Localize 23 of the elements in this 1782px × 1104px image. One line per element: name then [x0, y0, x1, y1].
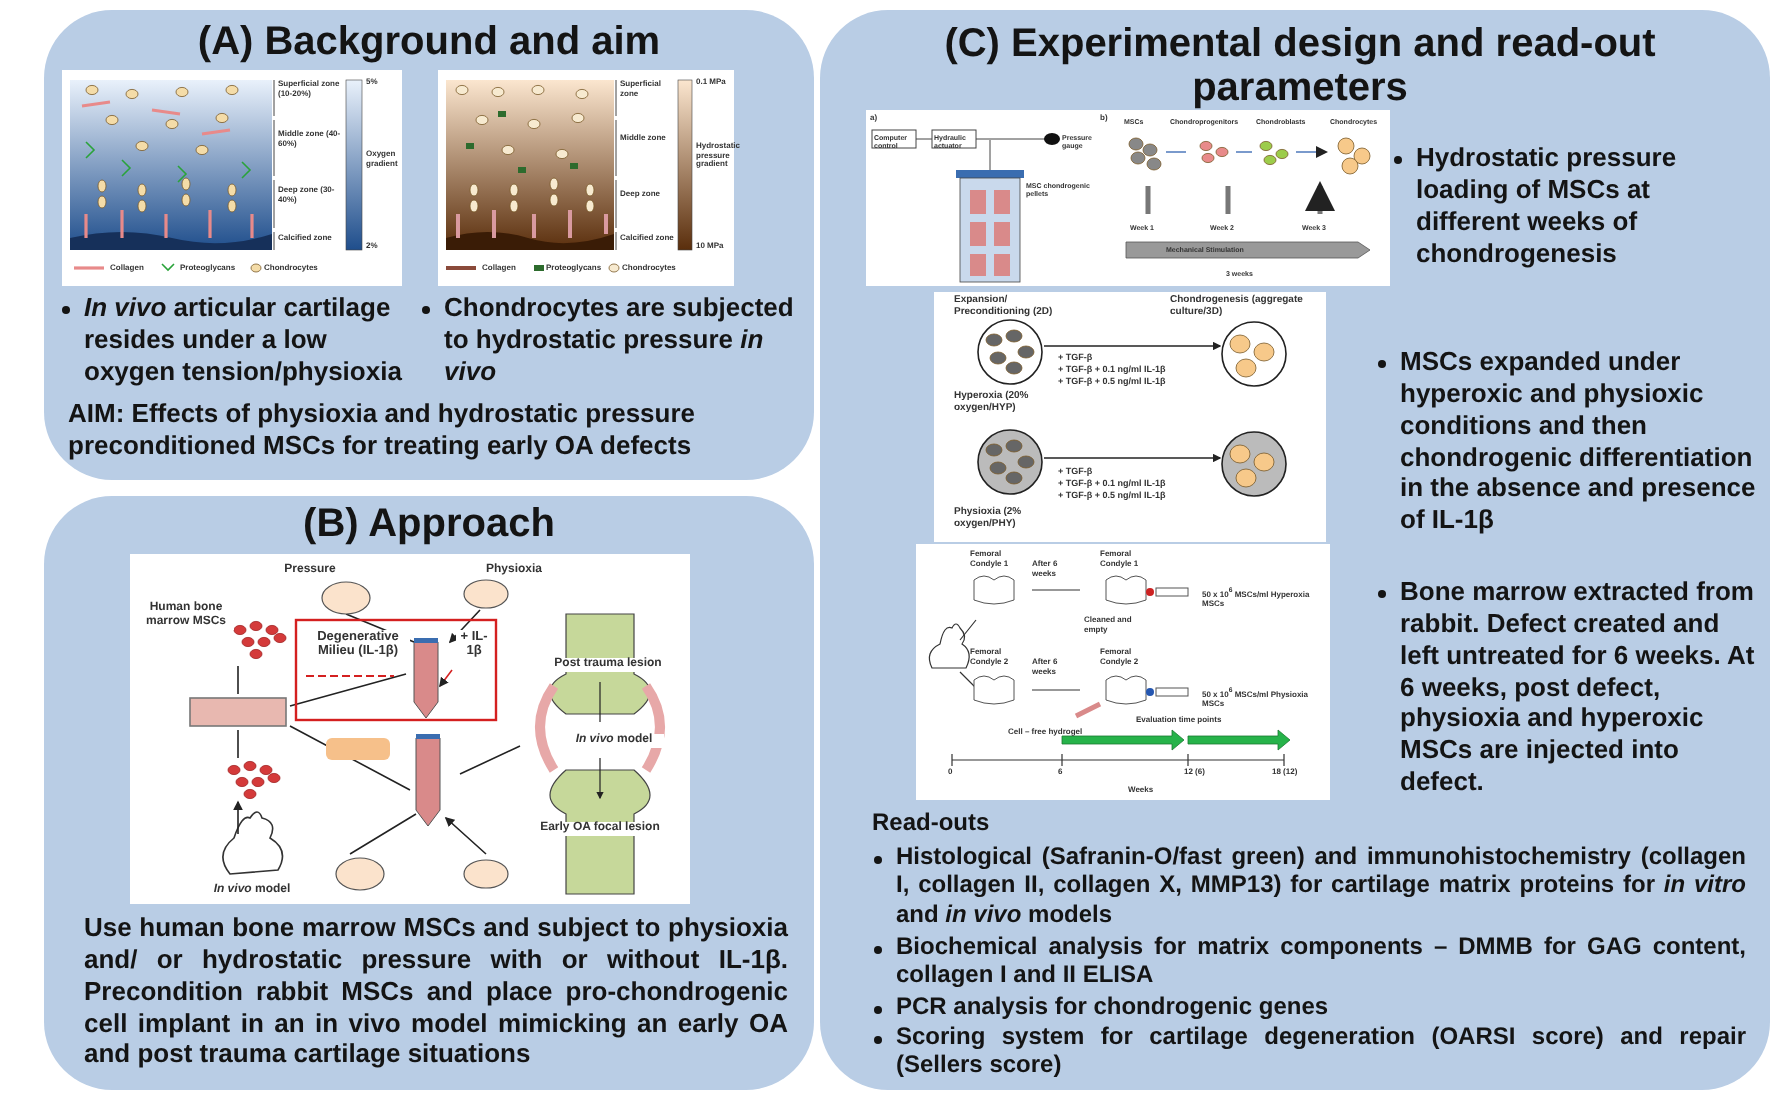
bullet-text: Scoring system for cartilage degeneration (OARSI score) and repair (Sellers score)	[896, 1022, 1746, 1080]
panel-card	[820, 10, 1770, 1090]
figure-card	[934, 292, 1326, 542]
panel-heading: (B) Approach	[301, 500, 557, 549]
bullet-text: MSCs expanded under hyperoxic and physioxic conditions and then chondrogenic differentiation in the absence and presence of IL-1β	[1400, 346, 1758, 537]
bullet-text: PCR analysis for chondrogenic genes	[896, 992, 1331, 1021]
bullet-text: Histological (Safranin-O/fast green) and immunohistochemistry (collagen I, collagen II, collagen X, MMP13) for cartilage matrix proteins for in vitro and in vivo models	[896, 842, 1746, 929]
aim-text: AIM: Effects of physioxia and hydrostatic pressure preconditioned MSCs for treating early OA defects	[68, 398, 698, 462]
panel-card	[44, 10, 814, 480]
figure-card	[866, 110, 1390, 286]
bullet-text: Biochemical analysis for matrix components – DMMB for GAG content, collagen I and II ELISA	[896, 932, 1746, 990]
panel-heading: (A) Background and aim	[195, 18, 663, 67]
bullet-text: Chondrocytes are subjected to hydrostatic pressure in vivo	[444, 292, 796, 388]
panel-card	[44, 496, 814, 1090]
figure-card	[130, 554, 690, 904]
section-heading: Read-outs	[872, 808, 992, 838]
figure-card	[62, 70, 402, 286]
description-text: Use human bone marrow MSCs and subject to physioxia and/ or hydrostatic pressure with or without IL-1β. Precondition rabbit MSCs and place pro-chondrogenic cell implant in an in vivo model mimicking an early OA and post trauma cartilage situations	[84, 912, 788, 1071]
bullet-text: Bone marrow extracted from rabbit. Defect created and left untreated for 6 weeks. At 6 weeks, post defect, physioxia and hyperoxic MSCs are injected into defect.	[1400, 576, 1756, 799]
figure-card	[916, 544, 1330, 800]
bullet-text: Hydrostatic pressure loading of MSCs at different weeks of chondrogenesis	[1416, 142, 1679, 269]
bullet-text: In vivo articular cartilage resides under a low oxygen tension/physioxia	[84, 292, 404, 388]
panel-heading: (C) Experimental design and read-out parameters	[942, 22, 1658, 112]
